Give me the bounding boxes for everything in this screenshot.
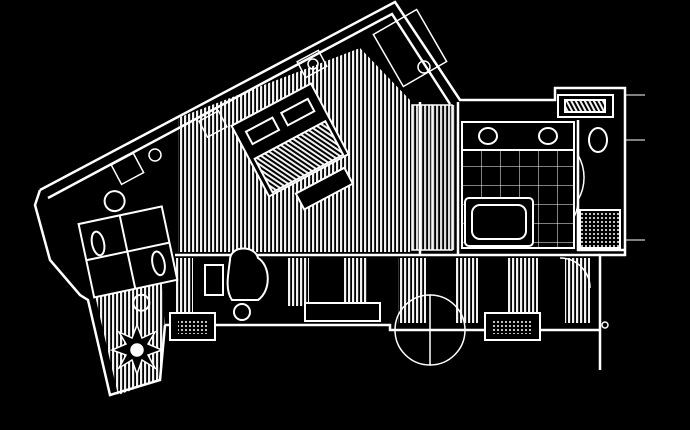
walls (33, 0, 627, 397)
bed (230, 82, 355, 211)
wardrobe (372, 8, 453, 251)
toilet (588, 127, 608, 153)
dining-table (77, 190, 179, 312)
toilet-tank (557, 94, 614, 118)
plant (109, 322, 165, 377)
nightstands (110, 49, 328, 186)
double-sink (478, 127, 558, 145)
desk (169, 302, 541, 341)
shower (579, 209, 621, 249)
bathroom (461, 94, 621, 249)
window-lines (625, 94, 645, 241)
armchair (204, 247, 269, 321)
bathtub (464, 197, 534, 247)
